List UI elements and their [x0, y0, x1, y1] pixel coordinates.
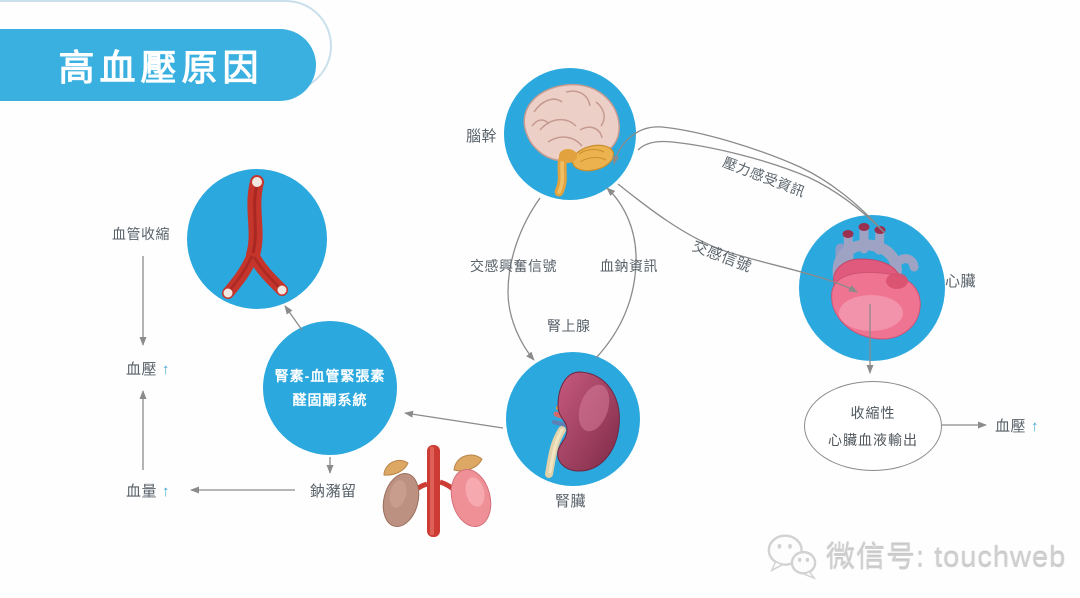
- raas-node: 腎素-血管緊張素 醛固酮系統: [263, 321, 397, 455]
- heart-node: [799, 215, 945, 361]
- cardiac-output-node: 收縮性 心臟血液輸出: [804, 381, 942, 471]
- sympathetic-signal-label: 交感信號: [689, 237, 754, 276]
- page-title: 高血壓原因: [58, 47, 264, 88]
- blood-volume-outcome: 血量↑: [126, 480, 170, 501]
- blood-volume-up-arrow-icon: ↑: [162, 483, 171, 500]
- pressure-info-label: 壓力感受資訊: [720, 153, 808, 200]
- kidney-pair-illustration: [382, 445, 492, 537]
- vessel-node: [187, 169, 327, 309]
- bp-right-up-arrow-icon: ↑: [1031, 418, 1040, 435]
- blood-sodium-label: 血鈉資訊: [600, 258, 658, 274]
- blood-vessel-illustration: [222, 175, 288, 299]
- title-pill: 高血壓原因: [0, 29, 316, 101]
- bp-left-label: 血壓: [126, 361, 158, 378]
- brain-label: 腦幹: [466, 128, 498, 145]
- kidney-node: [506, 352, 640, 486]
- blood-volume-label: 血量: [126, 483, 158, 500]
- kidney-label: 腎臟: [555, 493, 587, 510]
- brain-node: [504, 68, 636, 200]
- raas-label-line1: 腎素-血管緊張素: [274, 368, 386, 384]
- bp-left-up-arrow-icon: ↑: [162, 361, 171, 378]
- cardiac-output-line1: 收縮性: [850, 404, 896, 421]
- heart-label: 心臟: [945, 273, 977, 290]
- kidney-illustration: [545, 371, 620, 478]
- bp-left-outcome: 血壓↑: [126, 358, 170, 379]
- sodium-retention-label: 鈉瀦留: [310, 483, 357, 500]
- bp-right-outcome: 血壓↑: [995, 415, 1039, 436]
- raas-label-line2: 醛固酮系統: [292, 392, 368, 408]
- adrenal-label: 腎上腺: [547, 318, 591, 334]
- watermark: 微信号: touchweb: [764, 530, 1066, 580]
- bp-right-label: 血壓: [995, 418, 1027, 435]
- sympathetic-excitation-label: 交感興奮信號: [470, 258, 557, 274]
- watermark-text: 微信号: touchweb: [826, 542, 1067, 574]
- brain-illustration: [523, 83, 620, 197]
- heart-illustration: [831, 223, 921, 340]
- vessel-label: 血管收縮: [112, 226, 170, 242]
- cardiac-output-line2: 心臟血液輸出: [828, 431, 918, 448]
- wechat-icon: [767, 534, 817, 580]
